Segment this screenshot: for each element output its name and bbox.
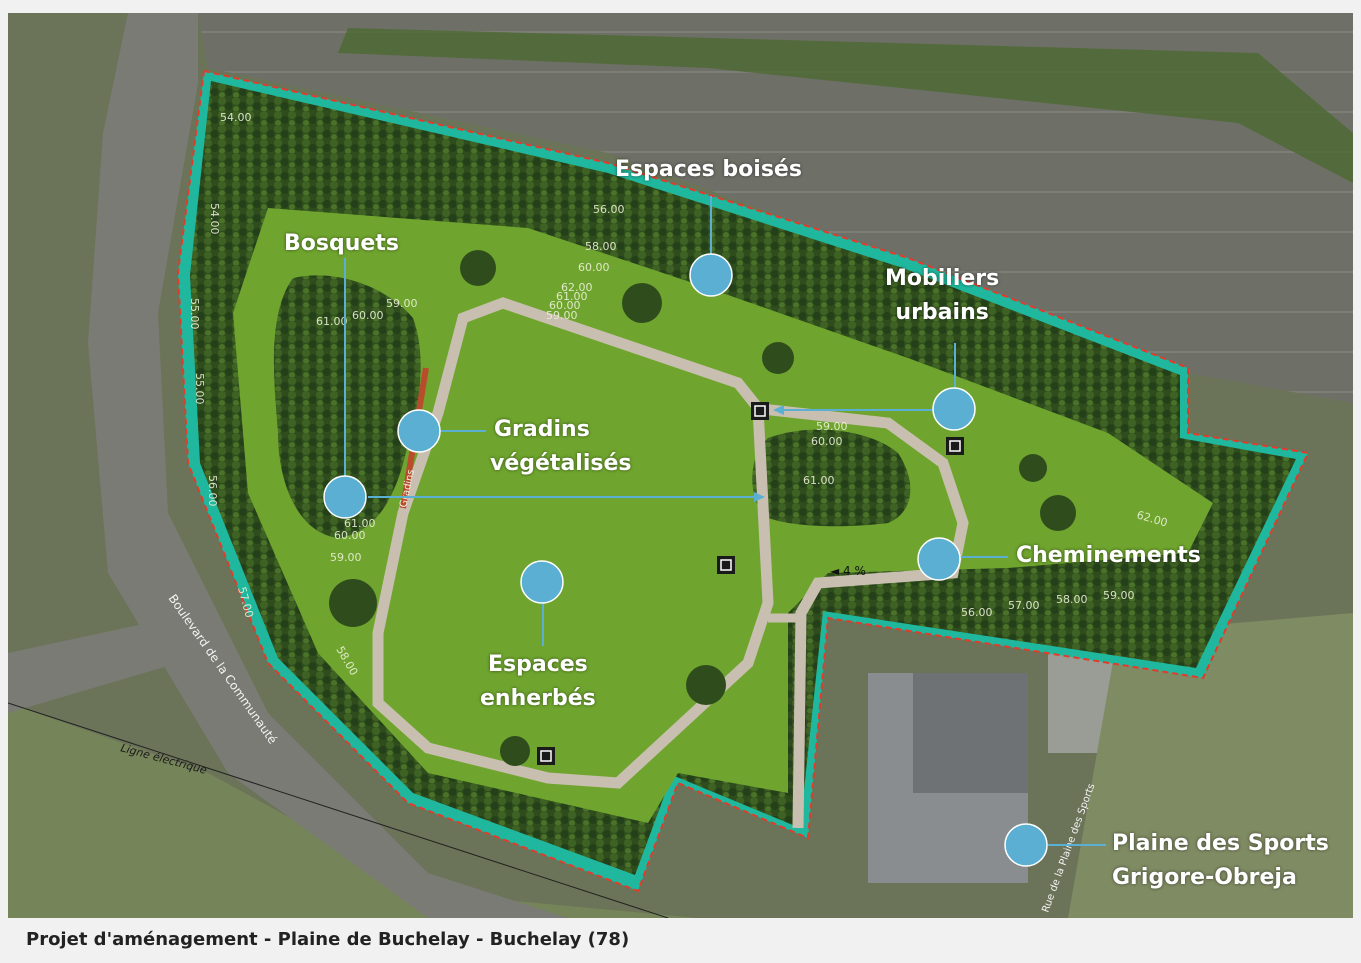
contour-label: 60.00	[578, 261, 610, 274]
arrowhead	[773, 405, 784, 415]
contour-label: 62.00	[561, 281, 593, 294]
contour-label: 61.00	[344, 517, 376, 530]
highway-verge	[338, 28, 1353, 183]
tree	[1040, 495, 1076, 531]
tree	[329, 579, 377, 627]
fields-lower-left	[8, 703, 698, 918]
tree	[500, 736, 530, 766]
bench-icon	[537, 747, 555, 765]
walkway-loop	[372, 297, 774, 789]
label-line: Mobiliers	[885, 266, 1000, 291]
marker-cheminements[interactable]	[917, 537, 961, 581]
road-west	[8, 623, 178, 713]
tree	[1019, 454, 1047, 482]
label-bosquets: Bosquets	[284, 231, 399, 256]
contour-label: 59.00	[386, 297, 418, 310]
label-line: urbains	[895, 300, 989, 325]
contour-label: 57.00	[1008, 599, 1040, 612]
contour-label: 60.00	[352, 309, 384, 322]
meadow	[233, 208, 1213, 823]
label-espaces-boises: Espaces boisés	[615, 157, 802, 182]
site-plan-map: Gradins 54.00 56.00 58.00 60.00 62.00 61…	[8, 13, 1353, 918]
walkway-east	[752, 402, 969, 829]
label-line: végétalisés	[490, 451, 632, 476]
contour-label: 59.00	[546, 309, 578, 322]
tree	[686, 665, 726, 705]
marker-plaine-sports[interactable]	[1004, 823, 1048, 867]
marker-mobiliers-urbains[interactable]	[932, 387, 976, 431]
label-cheminements: Cheminements	[1016, 543, 1201, 568]
contour-label: 59.00	[330, 551, 362, 564]
contour-label: 59.00	[816, 420, 848, 433]
label-line: Grigore-Obreja	[1112, 865, 1297, 890]
label-line: enherbés	[480, 686, 596, 711]
contour-label: 54.00	[208, 203, 221, 235]
sports-building-roof	[913, 673, 1028, 793]
contour-label: 61.00	[316, 315, 348, 328]
arrowhead	[754, 492, 765, 502]
contour-label: 55.00	[193, 373, 206, 405]
bosquet-east	[752, 429, 911, 527]
contour-label: 55.00	[188, 298, 201, 330]
contour-label: 56.00	[961, 606, 993, 619]
marker-gradins[interactable]	[397, 409, 441, 453]
slope-label: ◄ 4 %	[830, 564, 866, 578]
boundary-line	[176, 69, 1310, 893]
contour-label: 58.00	[585, 240, 617, 253]
highway	[198, 13, 1353, 403]
marker-espaces-enherbes[interactable]	[520, 560, 564, 604]
tree	[622, 283, 662, 323]
tree	[460, 250, 496, 286]
label-line: Gradins	[494, 417, 590, 442]
contour-label: 56.00	[593, 203, 625, 216]
marker-bosquets[interactable]	[323, 475, 367, 519]
label-line: Espaces	[488, 652, 588, 677]
contour-label: 59.00	[1103, 589, 1135, 602]
contour-label: 56.00	[206, 475, 219, 507]
bosquet-west	[273, 275, 421, 538]
contour-label: 60.00	[334, 529, 366, 542]
contour-label: 61.00	[803, 474, 835, 487]
figure-caption: Projet d'aménagement - Plaine de Buchela…	[26, 929, 630, 950]
bench-icon	[946, 437, 964, 455]
label-gradins: Gradins végétalisés	[490, 413, 632, 481]
tree	[762, 342, 794, 374]
contour-label: 61.00	[556, 290, 588, 303]
power-line	[8, 702, 669, 918]
contour-label: 60.00	[549, 299, 581, 312]
marker-espaces-boises[interactable]	[689, 253, 733, 297]
bench-icon	[751, 402, 769, 420]
label-espaces-enherbes: Espaces enherbés	[480, 648, 596, 716]
boulevard-left	[88, 13, 568, 918]
contour-label: 58.00	[1056, 593, 1088, 606]
label-mobiliers-urbains: Mobiliers urbains	[885, 262, 999, 330]
contour-label: 60.00	[811, 435, 843, 448]
fields-lower-right	[1068, 613, 1353, 918]
label-line: Plaine des Sports	[1112, 831, 1329, 856]
label-plaine-sports: Plaine des Sports Grigore-Obreja	[1112, 827, 1329, 895]
contour-label: 54.00	[220, 111, 252, 124]
bench-icon	[717, 556, 735, 574]
